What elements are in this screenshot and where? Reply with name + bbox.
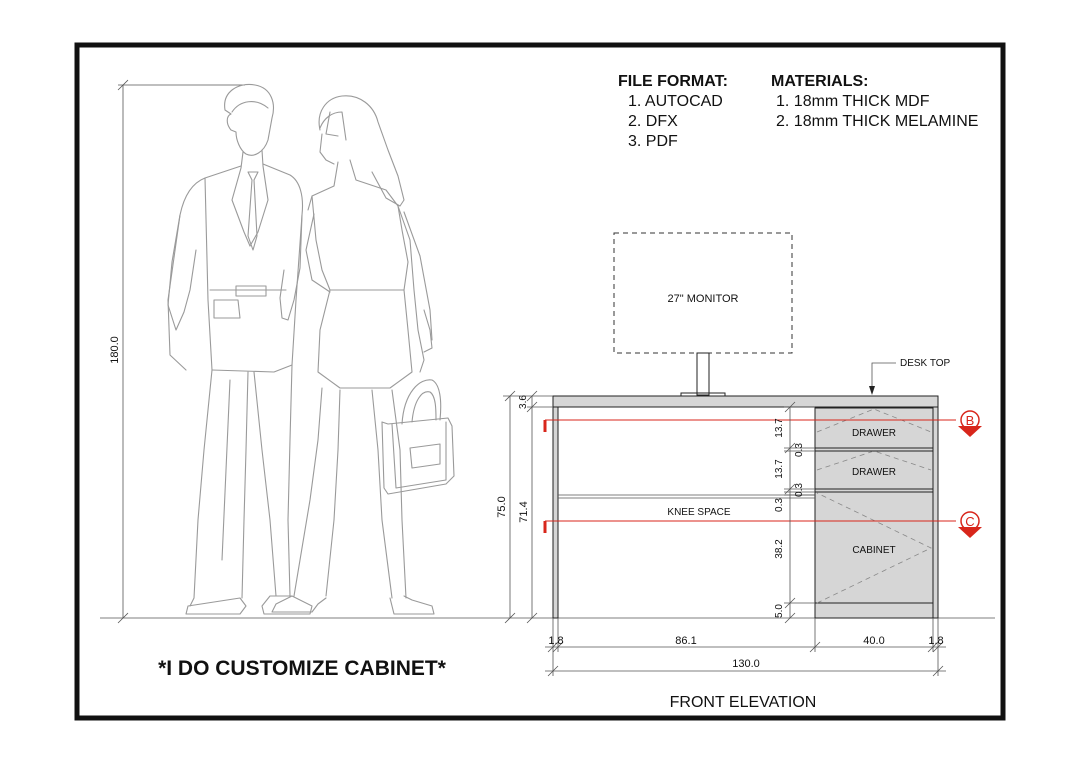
materials-item-1: 1. 18mm THICK MDF <box>776 93 930 110</box>
desk-height-dimensions: 75.0 71.4 3.6 <box>496 390 553 624</box>
desk-top <box>552 395 939 408</box>
total-width-label: 130.0 <box>732 658 760 670</box>
tagline: *I DO CUSTOMIZE CABINET* <box>158 657 447 680</box>
materials-item-2: 2. 18mm THICK MELAMINE <box>776 113 978 130</box>
top-thickness-label: 3.6 <box>518 395 529 409</box>
materials-heading: MATERIALS: <box>771 73 868 90</box>
file-format-heading: FILE FORMAT: <box>618 73 728 90</box>
leg-height-label: 71.4 <box>518 501 530 522</box>
gap-2-label: 0.3 <box>794 483 805 497</box>
woman-figure <box>271 95 455 615</box>
materials-notes: MATERIALS: 1. 18mm THICK MDF 2. 18mm THI… <box>771 73 978 130</box>
drawer-2-height-label: 13.7 <box>774 459 785 479</box>
file-format-item-1: 1. AUTOCAD <box>628 93 723 110</box>
cabinet-label: CABINET <box>852 545 895 556</box>
monitor-label: 27" MONITOR <box>668 293 739 305</box>
width-dimensions: 1.8 86.1 40.0 1.8 130.0 <box>545 618 946 677</box>
desk-top-label: DESK TOP <box>900 358 951 369</box>
file-format-notes: FILE FORMAT: 1. AUTOCAD 2. DFX 3. PDF <box>618 73 728 150</box>
drawer-2-label: DRAWER <box>852 467 896 478</box>
desk: DRAWER DRAWER CABINET KNEE SPACE <box>552 395 939 619</box>
section-b-marker: B <box>543 410 982 437</box>
file-format-item-3: 3. PDF <box>628 133 678 150</box>
cabinet-width-label: 40.0 <box>863 635 884 647</box>
cabinet-fill <box>814 407 934 619</box>
file-format-item-2: 2. DFX <box>628 113 678 130</box>
man-figure <box>167 83 313 615</box>
drawing-title: FRONT ELEVATION <box>670 694 817 711</box>
right-panel <box>932 406 939 619</box>
plinth-height-label: 5.0 <box>774 604 785 618</box>
section-c-marker: C <box>543 511 982 538</box>
drawer-1-label: DRAWER <box>852 428 896 439</box>
section-b-label: B <box>966 413 975 428</box>
knee-space-label: KNEE SPACE <box>667 507 730 518</box>
left-panel <box>552 406 559 619</box>
left-panel-width-label: 1.8 <box>548 635 563 647</box>
knee-width-label: 86.1 <box>675 635 696 647</box>
desk-top-callout: DESK TOP <box>869 358 951 395</box>
right-panel-width-label: 1.8 <box>928 635 943 647</box>
section-c-label: C <box>965 514 974 529</box>
gap-1-label: 0.3 <box>794 443 805 457</box>
cabinet-height-dimensions: 13.7 0.3 13.7 0.3 0.3 38.2 5.0 <box>774 401 815 624</box>
person-height-label: 180.0 <box>109 336 121 364</box>
person-height-dimension: 180.0 <box>109 79 245 624</box>
cabinet-height-label: 38.2 <box>774 539 785 559</box>
monitor: 27" MONITOR <box>613 232 793 398</box>
drawer-1-height-label: 13.7 <box>774 418 785 438</box>
knee-gap-label: 0.3 <box>774 498 785 512</box>
desk-height-label: 75.0 <box>496 496 508 517</box>
sheet-border <box>74 42 1006 721</box>
